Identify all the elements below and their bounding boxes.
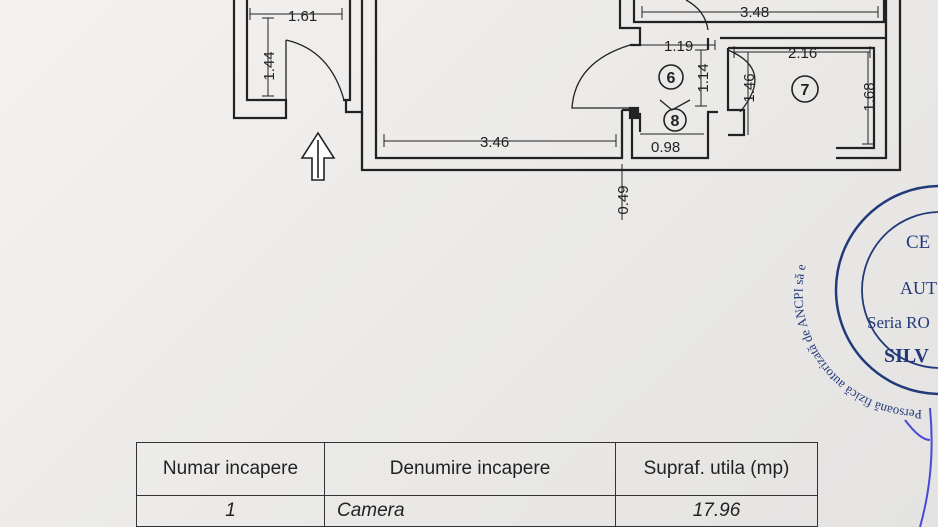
rooms-table: Numar incapere Denumire incapere Supraf.… — [136, 442, 818, 527]
dim-2-16: 2.16 — [788, 45, 817, 62]
cell-room-name: Camera — [324, 495, 616, 527]
dim-1-44: 1.44 — [261, 51, 278, 80]
svg-text:8: 8 — [671, 113, 680, 130]
col-header-number: Numar incapere — [136, 442, 325, 496]
stamp-line-2: AUT — [900, 278, 937, 298]
stamp-line-4: SILV — [884, 345, 929, 367]
cell-room-area: 17.96 — [615, 495, 818, 527]
dim-3-46: 3.46 — [480, 134, 509, 151]
col-header-area: Supraf. utila (mp) — [615, 442, 818, 496]
wall-main — [360, 0, 902, 172]
room-number-8: 8 — [663, 108, 687, 132]
dimension-lines — [249, 6, 879, 220]
col-header-name: Denumire incapere — [324, 442, 616, 496]
dimension-labels: 1.61 1.44 3.48 1.19 2.16 1.14 1.46 1.68 … — [261, 4, 878, 215]
cell-room-number: 1 — [136, 495, 325, 527]
signature-stroke-2 — [919, 407, 933, 527]
dim-3-48: 3.48 — [740, 4, 769, 21]
svg-text:7: 7 — [801, 82, 810, 99]
stamp-line-3: Seria RO — [867, 313, 930, 332]
table-row: 1 Camera 17.96 — [136, 495, 818, 527]
svg-text:6: 6 — [667, 70, 676, 87]
dim-1-61: 1.61 — [288, 8, 317, 25]
dim-0-98: 0.98 — [651, 139, 680, 156]
room-8-walls — [622, 106, 718, 160]
dim-1-19: 1.19 — [664, 38, 693, 55]
wall-left-corridor — [232, 0, 364, 120]
table-header-row: Numar incapere Denumire incapere Supraf.… — [136, 442, 818, 496]
door-swing-left — [285, 39, 345, 101]
entrance-arrow-icon — [300, 131, 336, 181]
dim-1-14: 1.14 — [695, 63, 712, 92]
stamp-line-1: CE — [906, 232, 930, 253]
dim-1-68: 1.68 — [861, 82, 878, 111]
wall-upper-rooms — [618, 0, 886, 150]
signature-stroke — [904, 419, 931, 441]
room-number-7: 7 — [791, 75, 819, 103]
dim-1-46: 1.46 — [741, 73, 758, 102]
room-number-6: 6 — [658, 64, 684, 90]
dim-0-49: 0.49 — [615, 185, 632, 214]
